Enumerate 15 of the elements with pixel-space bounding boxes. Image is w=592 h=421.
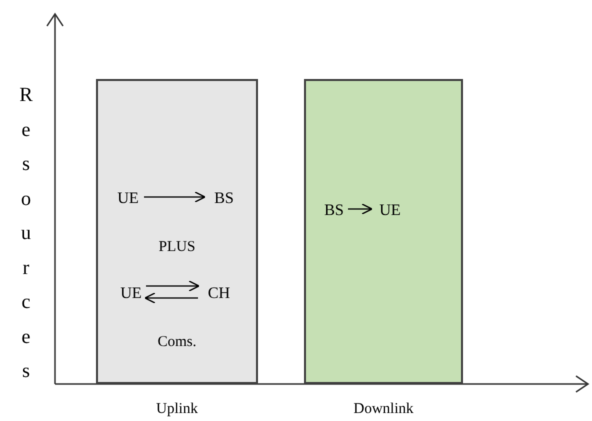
entity-label: BS <box>208 188 240 210</box>
entity-label: UE <box>112 188 144 210</box>
arrow <box>146 280 200 292</box>
arrow <box>144 191 206 203</box>
entity-label: UE <box>375 200 405 222</box>
entity-label: UE <box>116 283 146 305</box>
category-label: Uplink <box>156 400 198 419</box>
category-label: Downlink <box>354 400 414 419</box>
axis-title: Resources <box>19 83 33 384</box>
block-text: Coms. <box>158 333 196 352</box>
arrow <box>144 292 198 304</box>
arrow <box>348 203 373 215</box>
entity-label: BS <box>320 200 348 222</box>
entity-label: CH <box>202 283 236 305</box>
block-text: PLUS <box>158 238 196 257</box>
